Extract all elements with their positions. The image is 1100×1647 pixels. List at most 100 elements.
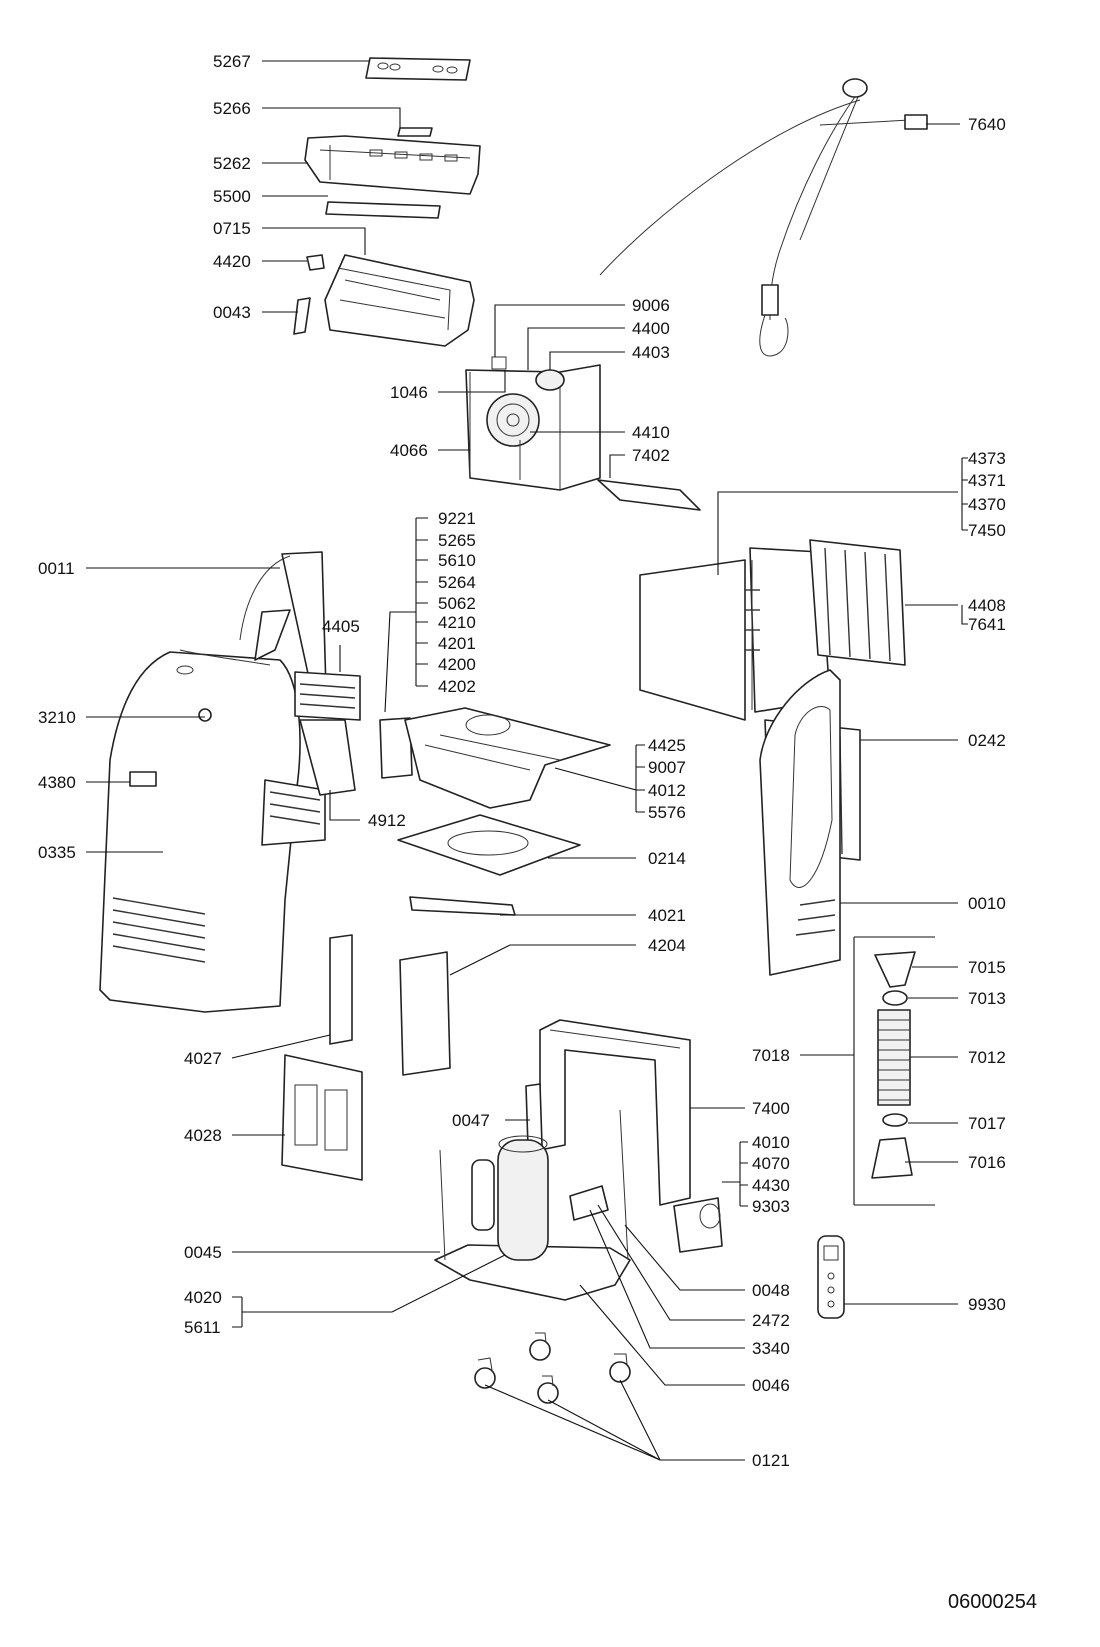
label-4380: 4380	[38, 773, 76, 792]
part-4021-drawing	[409, 896, 516, 916]
label-0045: 0045	[184, 1243, 222, 1262]
part-0010-drawing	[759, 669, 841, 976]
part-4408-drawing	[809, 539, 906, 666]
label-5062: 5062	[438, 594, 476, 613]
label-0011: 0011	[38, 559, 75, 578]
part-4425-drawing	[404, 707, 611, 809]
label-4371: 4371	[968, 471, 1006, 490]
label-4410: 4410	[632, 423, 670, 442]
label-4912: 4912	[368, 811, 406, 830]
label-4021: 4021	[648, 906, 686, 925]
label-4027: 4027	[184, 1049, 222, 1068]
label-4020: 4020	[184, 1288, 222, 1307]
label-7018: 7018	[752, 1046, 790, 1065]
part-4912-drawing	[379, 717, 413, 779]
label-4420: 4420	[213, 252, 251, 271]
label-4201: 4201	[438, 634, 476, 653]
label-7015: 7015	[968, 958, 1006, 977]
part-0214-drawing	[397, 814, 581, 876]
part-0335-drawing	[99, 649, 301, 1013]
label-4028: 4028	[184, 1126, 222, 1145]
label-7450: 7450	[968, 521, 1006, 540]
label-5267: 5267	[213, 52, 251, 71]
part-5267-drawing	[365, 57, 471, 81]
part-4405-drawing	[261, 671, 361, 846]
label-0715: 0715	[213, 219, 251, 238]
label-4066: 4066	[390, 441, 428, 460]
label-7012: 7012	[968, 1048, 1006, 1067]
label-0010: 0010	[968, 894, 1006, 913]
label-4373: 4373	[968, 449, 1006, 468]
label-7640: 7640	[968, 115, 1006, 134]
label-4430: 4430	[752, 1176, 790, 1195]
label-4370: 4370	[968, 495, 1006, 514]
label-9303: 9303	[752, 1197, 790, 1216]
label-4425: 4425	[648, 736, 686, 755]
leader-lines	[86, 60, 968, 1461]
label-4200: 4200	[438, 655, 476, 674]
part-5500-drawing	[325, 201, 441, 219]
part-7013-drawing	[882, 990, 908, 1006]
label-4010: 4010	[752, 1133, 790, 1152]
label-9006: 9006	[632, 296, 670, 315]
part-7015-drawing	[874, 951, 916, 988]
label-0214: 0214	[648, 849, 686, 868]
part-4204-drawing	[399, 951, 451, 1076]
label-9221: 9221	[438, 509, 476, 528]
part-0121-drawing	[474, 1332, 631, 1404]
label-4403: 4403	[632, 343, 670, 362]
document-number: 06000254	[948, 1591, 1037, 1613]
part-4420-drawing	[306, 254, 325, 271]
label-3210: 3210	[38, 708, 76, 727]
label-7017: 7017	[968, 1114, 1006, 1133]
part-7402-drawing	[597, 479, 701, 511]
label-4202: 4202	[438, 677, 476, 696]
label-4400: 4400	[632, 319, 670, 338]
part-7400-drawing	[539, 1019, 691, 1206]
part-4027-drawing	[329, 934, 353, 1045]
label-0242: 0242	[968, 731, 1006, 750]
label-7641: 7641	[968, 615, 1006, 634]
label-4210: 4210	[438, 613, 476, 632]
label-0047: 0047	[452, 1111, 490, 1130]
part-7640-drawing	[599, 78, 928, 357]
label-5500: 5500	[213, 187, 251, 206]
label-0121: 0121	[752, 1451, 790, 1470]
label-9007: 9007	[648, 758, 686, 777]
part-4028-drawing	[281, 1054, 363, 1181]
part-4010-drawing	[673, 1197, 723, 1253]
label-3340: 3340	[752, 1339, 790, 1358]
label-4012: 4012	[648, 781, 686, 800]
label-0043: 0043	[213, 303, 251, 322]
part-0043-drawing	[293, 297, 311, 335]
part-7012-drawing	[877, 1009, 911, 1106]
part-2472-drawing	[569, 1185, 609, 1221]
part-9930-drawing	[817, 1235, 845, 1319]
label-4204: 4204	[648, 936, 686, 955]
label-4405: 4405	[322, 617, 360, 636]
label-5610: 5610	[438, 551, 476, 570]
label-1046: 1046	[390, 383, 428, 402]
part-7017-drawing	[882, 1113, 908, 1127]
part-4066-drawing	[465, 356, 601, 491]
part-5262-drawing	[304, 135, 481, 195]
part-0047-drawing	[525, 1083, 543, 1148]
label-9930: 9930	[968, 1295, 1006, 1314]
label-5262: 5262	[213, 154, 251, 173]
label-0048: 0048	[752, 1281, 790, 1300]
label-7400: 7400	[752, 1099, 790, 1118]
label-5576: 5576	[648, 803, 686, 822]
label-2472: 2472	[752, 1311, 790, 1330]
label-5611: 5611	[184, 1318, 221, 1337]
part-7016-drawing	[871, 1137, 913, 1179]
label-5264: 5264	[438, 573, 476, 592]
label-0046: 0046	[752, 1376, 790, 1395]
label-5266: 5266	[213, 99, 251, 118]
label-0335: 0335	[38, 843, 76, 862]
part-5266-drawing	[397, 127, 433, 137]
part-evaporator-drawing	[639, 547, 831, 721]
label-7016: 7016	[968, 1153, 1006, 1172]
part-labels: 5267 5266 5262 5500 0715 4420 0043 7640 …	[38, 52, 1037, 1613]
